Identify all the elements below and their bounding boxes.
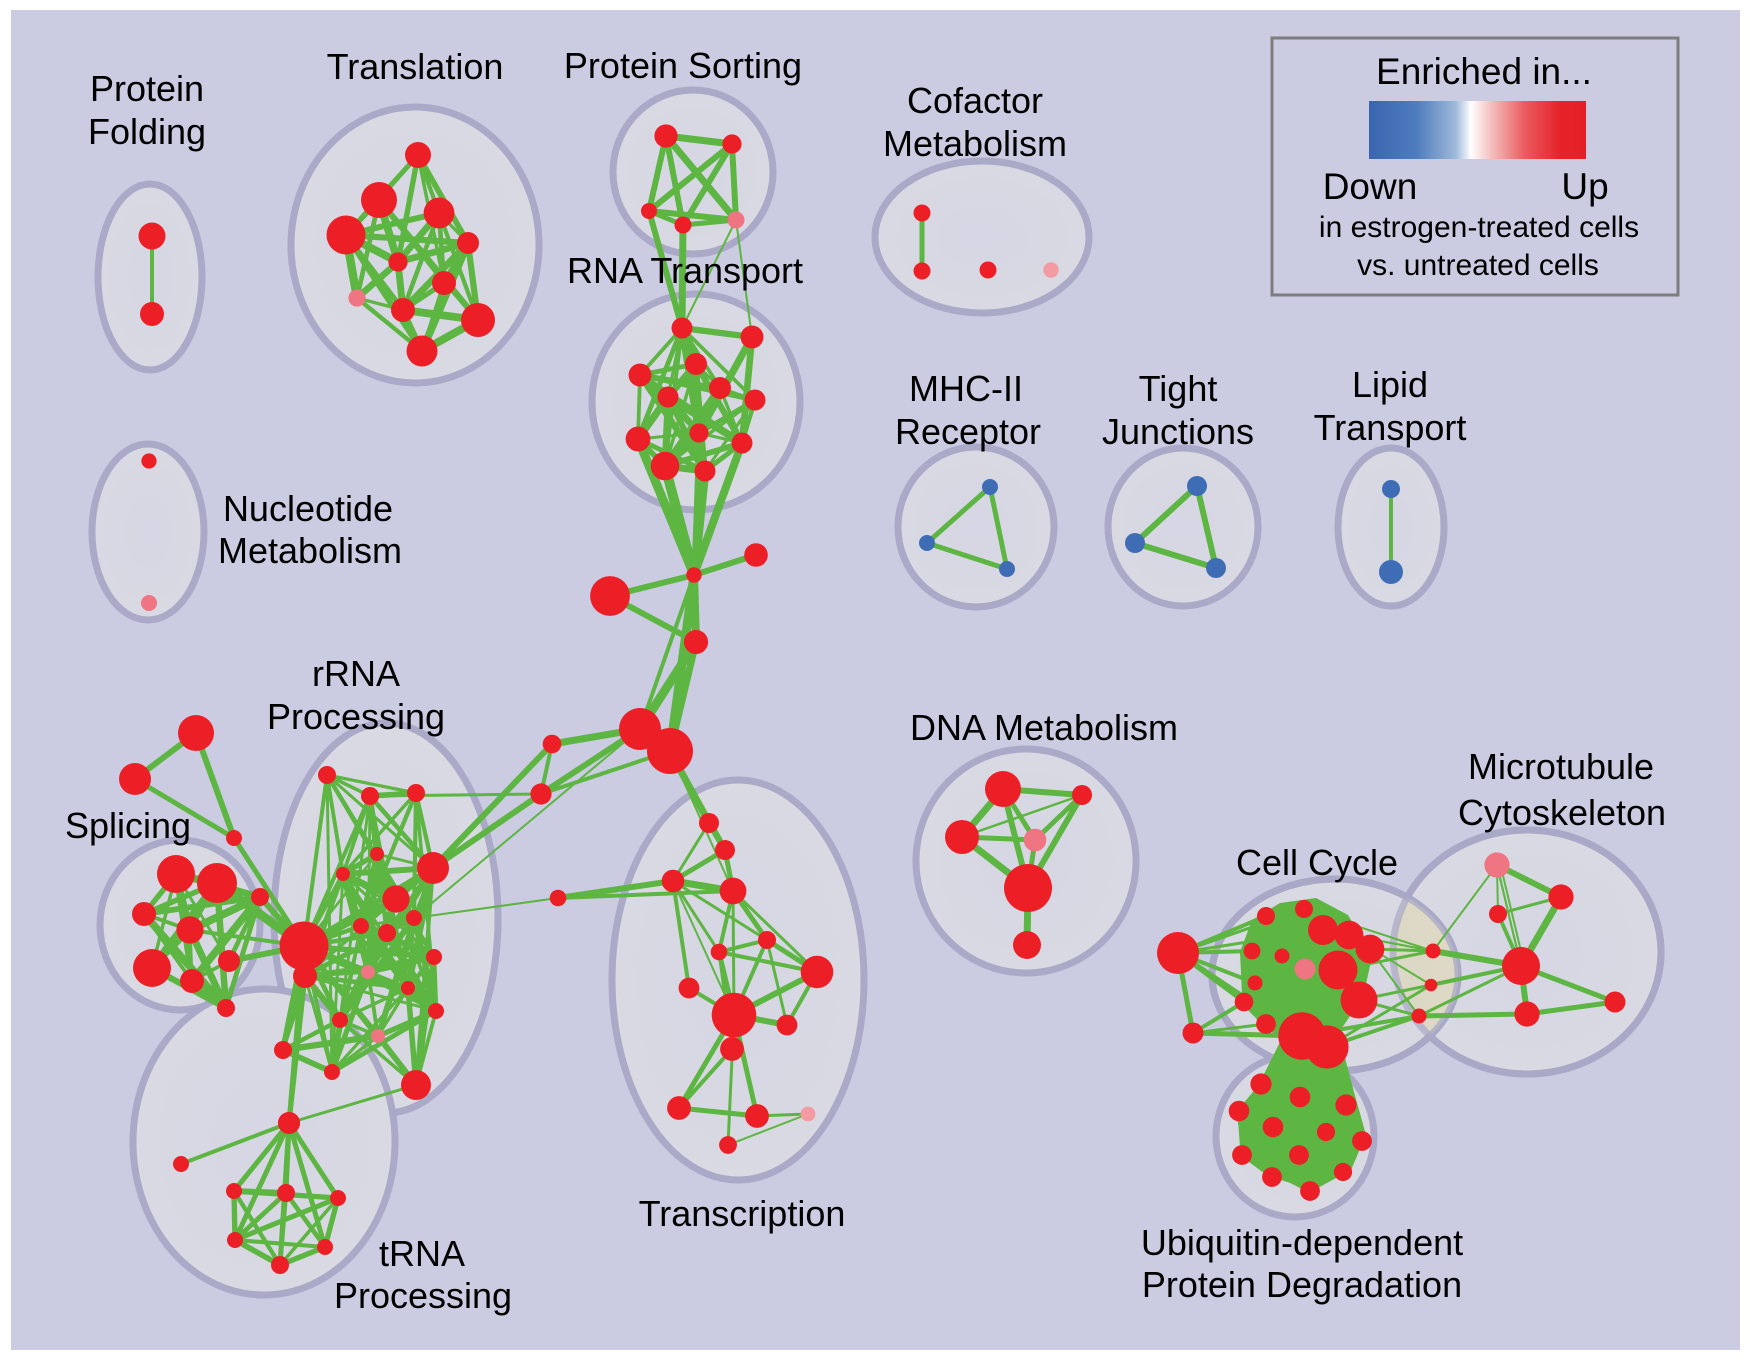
- svg-text:Down: Down: [1323, 166, 1418, 207]
- svg-text:Microtubule: Microtubule: [1468, 746, 1654, 787]
- svg-text:Folding: Folding: [88, 111, 206, 152]
- svg-text:Nucleotide: Nucleotide: [223, 488, 393, 529]
- svg-text:Metabolism: Metabolism: [883, 123, 1067, 164]
- svg-text:Splicing: Splicing: [65, 805, 191, 846]
- svg-text:Metabolism: Metabolism: [218, 530, 402, 571]
- svg-text:Processing: Processing: [267, 696, 445, 737]
- svg-text:Junctions: Junctions: [1102, 411, 1254, 452]
- svg-text:Up: Up: [1561, 166, 1608, 207]
- svg-text:Cell Cycle: Cell Cycle: [1236, 842, 1398, 883]
- svg-text:MHC-II: MHC-II: [909, 368, 1023, 409]
- svg-text:Cofactor: Cofactor: [907, 80, 1043, 121]
- svg-text:rRNA: rRNA: [312, 653, 400, 694]
- svg-text:Transcription: Transcription: [639, 1193, 846, 1234]
- svg-text:Tight: Tight: [1139, 368, 1218, 409]
- svg-text:RNA Transport: RNA Transport: [567, 250, 803, 291]
- svg-text:DNA Metabolism: DNA Metabolism: [910, 707, 1178, 748]
- svg-text:Protein Sorting: Protein Sorting: [564, 45, 802, 86]
- svg-text:in estrogen-treated cells: in estrogen-treated cells: [1319, 211, 1639, 244]
- svg-text:Transport: Transport: [1314, 407, 1467, 448]
- svg-text:Ubiquitin-dependent: Ubiquitin-dependent: [1141, 1222, 1463, 1263]
- svg-text:Lipid: Lipid: [1352, 364, 1428, 405]
- svg-text:Receptor: Receptor: [895, 411, 1041, 452]
- svg-text:Enriched in...: Enriched in...: [1376, 51, 1592, 92]
- svg-text:vs. untreated cells: vs. untreated cells: [1357, 249, 1599, 282]
- svg-text:Translation: Translation: [327, 46, 504, 87]
- svg-text:Protein: Protein: [90, 68, 204, 109]
- svg-text:Protein Degradation: Protein Degradation: [1142, 1264, 1462, 1305]
- svg-text:tRNA: tRNA: [379, 1233, 465, 1274]
- svg-text:Processing: Processing: [334, 1275, 512, 1316]
- svg-text:Cytoskeleton: Cytoskeleton: [1458, 792, 1666, 833]
